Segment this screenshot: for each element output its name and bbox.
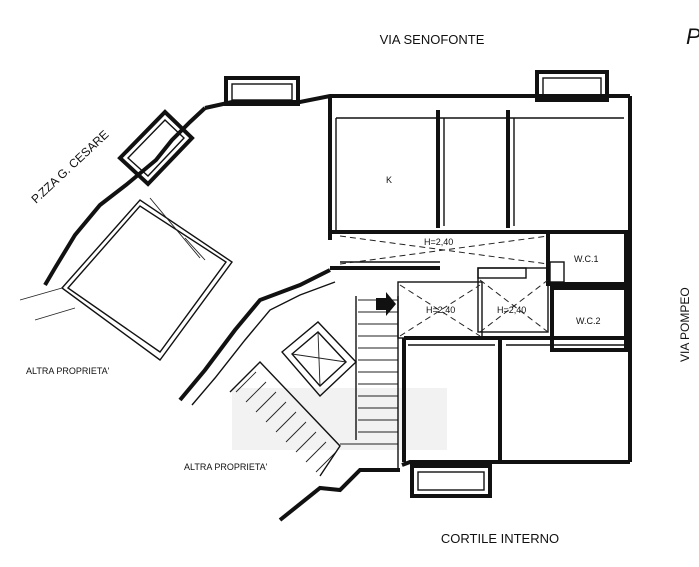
courtyard-label: CORTILE INTERNO — [441, 531, 559, 546]
balcony-top-left — [224, 76, 300, 106]
street-label-right: VIA POMPEO — [678, 287, 692, 362]
other-property-left-label: ALTRA PROPRIETA' — [26, 366, 110, 376]
watermark — [232, 388, 447, 450]
other-property-bottom-label: ALTRA PROPRIETA' — [184, 462, 268, 472]
left-wing — [19, 197, 233, 361]
interior-walls — [328, 96, 630, 462]
balcony-left-diagonal — [117, 109, 195, 187]
entrance-arrow-icon — [376, 292, 396, 316]
balcony-top-right — [535, 70, 609, 102]
balcony-bottom — [410, 464, 492, 498]
corner-mark: P — [686, 24, 699, 49]
square-label-left: P.ZZA G. CESARE — [28, 127, 111, 206]
height-label-hall-right: H=2,40 — [497, 305, 526, 315]
bath-1-label: W.C.1 — [574, 254, 599, 264]
room-label-kitchen: K — [386, 175, 392, 185]
bath-2-label: W.C.2 — [576, 316, 601, 326]
height-label-hall-left: H=2,40 — [426, 305, 455, 315]
street-label-top: VIA SENOFONTE — [380, 32, 485, 47]
stairwell — [229, 296, 400, 522]
height-label-corridor: H=2,40 — [424, 237, 453, 247]
ceiling-height-markers — [339, 235, 549, 337]
